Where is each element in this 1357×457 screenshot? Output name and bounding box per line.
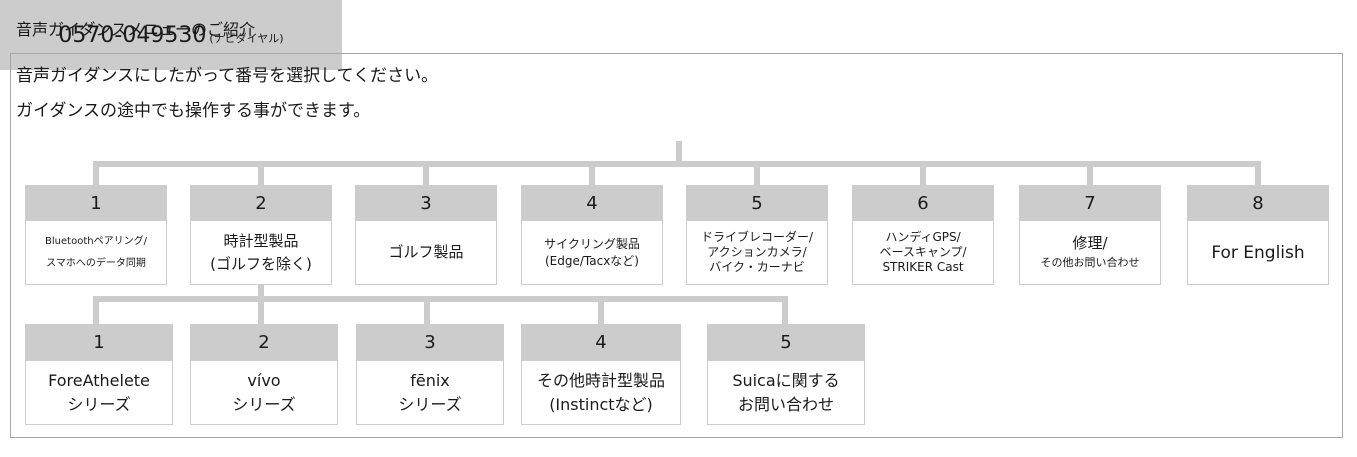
menu-3-connector	[423, 161, 429, 185]
menu-option-2: 2 時計型製品 (ゴルフを除く)	[190, 185, 332, 285]
submenu-2-connector	[258, 296, 264, 324]
label-line: その他お問い合わせ	[1040, 256, 1140, 269]
submenu-branch-line	[93, 296, 788, 302]
label-line: For English	[1211, 242, 1305, 263]
submenu-option-5: 5 Suicaに関する お問い合わせ	[707, 324, 865, 425]
submenu-option-number: 3	[356, 324, 504, 361]
label-line: サイクリング製品	[544, 236, 640, 251]
submenu-option-number: 1	[25, 324, 173, 361]
menu-2-connector	[258, 161, 264, 185]
label-line: ベースキャンプ/	[879, 245, 967, 259]
submenu-1-connector	[93, 296, 99, 324]
menu-option-label: 時計型製品 (ゴルフを除く)	[190, 221, 332, 285]
menu-option-label: サイクリング製品 (Edge/Tacxなど)	[521, 221, 663, 285]
label-line: (Instinctなど)	[549, 394, 653, 414]
label-line: シリーズ	[232, 394, 296, 414]
label-line: Bluetoothペアリング/	[45, 235, 147, 247]
menu-5-connector	[754, 161, 760, 185]
label-line: Suicaに関する	[732, 370, 840, 390]
submenu-option-number: 2	[190, 324, 338, 361]
menu-option-8: 8 For English	[1187, 185, 1329, 285]
intro-text-line-1: 音声ガイダンスにしたがって番号を選択してください。	[16, 66, 439, 86]
menu-option-number: 5	[686, 185, 828, 221]
label-line: スマホへのデータ同期	[46, 257, 146, 269]
label-line: ドライブレコーダー/	[700, 230, 814, 244]
menu-option-number: 1	[25, 185, 167, 221]
menu-option-number: 7	[1019, 185, 1161, 221]
label-line: シリーズ	[398, 394, 462, 414]
submenu-option-label: fēnix シリーズ	[356, 361, 504, 425]
menu-option-1: 1 Bluetoothペアリング/ スマホへのデータ同期	[25, 185, 167, 285]
label-line: その他時計型製品	[536, 370, 665, 390]
submenu-option-3: 3 fēnix シリーズ	[356, 324, 504, 425]
menu-option-label: ドライブレコーダー/ アクションカメラ/ バイク・カーナビ	[686, 221, 828, 285]
hotline-connector	[676, 141, 682, 164]
hotline-note: (ナビダイヤル)	[209, 32, 284, 45]
menu-frame	[10, 53, 1343, 438]
page-title: 音声ガイダンスメニューのご紹介	[16, 20, 256, 39]
intro-text-line-2: ガイダンスの途中でも操作する事ができます。	[16, 101, 371, 121]
submenu-5-connector	[782, 296, 788, 324]
menu-option-4: 4 サイクリング製品 (Edge/Tacxなど)	[521, 185, 663, 285]
submenu-option-2: 2 vívo シリーズ	[190, 324, 338, 425]
menu-option-5: 5 ドライブレコーダー/ アクションカメラ/ バイク・カーナビ	[686, 185, 828, 285]
hotline-number: 0570-049530	[58, 22, 207, 48]
submenu-connector	[258, 285, 264, 300]
menu-option-number: 2	[190, 185, 332, 221]
submenu-4-connector	[598, 296, 604, 324]
menu-option-number: 3	[355, 185, 497, 221]
menu-option-number: 4	[521, 185, 663, 221]
label-line: ForeAthelete	[48, 370, 150, 390]
submenu-option-label: その他時計型製品 (Instinctなど)	[521, 361, 681, 425]
menu-option-label: Bluetoothペアリング/ スマホへのデータ同期	[25, 221, 167, 285]
menu-4-connector	[589, 161, 595, 185]
menu-option-7: 7 修理/ その他お問い合わせ	[1019, 185, 1161, 285]
menu-option-number: 6	[852, 185, 994, 221]
submenu-option-number: 4	[521, 324, 681, 361]
menu-option-3: 3 ゴルフ製品	[355, 185, 497, 285]
menu-option-number: 8	[1187, 185, 1329, 221]
label-line: ハンディGPS/	[885, 230, 961, 244]
label-line: 修理/	[1072, 234, 1108, 252]
label-line: アクションカメラ/	[707, 245, 807, 259]
submenu-option-label: vívo シリーズ	[190, 361, 338, 425]
label-line: シリーズ	[67, 394, 131, 414]
label-line: お問い合わせ	[737, 394, 834, 414]
label-line: vívo	[247, 370, 281, 390]
label-line: 時計型製品	[223, 231, 299, 250]
hotline-box: 0570-049530 (ナビダイヤル)	[0, 0, 342, 70]
label-line: (ゴルフを除く)	[210, 254, 312, 273]
label-line: fēnix	[410, 370, 450, 390]
label-line: バイク・カーナビ	[709, 260, 805, 274]
submenu-option-label: Suicaに関する お問い合わせ	[707, 361, 865, 425]
label-line: ゴルフ製品	[388, 243, 464, 261]
menu-option-label: ゴルフ製品	[355, 221, 497, 285]
menu-6-connector	[920, 161, 926, 185]
menu-branch-line	[93, 161, 1260, 167]
menu-7-connector	[1087, 161, 1093, 185]
label-line: STRIKER Cast	[882, 260, 964, 274]
submenu-option-number: 5	[707, 324, 865, 361]
menu-option-6: 6 ハンディGPS/ ベースキャンプ/ STRIKER Cast	[852, 185, 994, 285]
menu-8-connector	[1255, 161, 1261, 185]
menu-option-label: ハンディGPS/ ベースキャンプ/ STRIKER Cast	[852, 221, 994, 285]
submenu-option-1: 1 ForeAthelete シリーズ	[25, 324, 173, 425]
submenu-option-4: 4 その他時計型製品 (Instinctなど)	[521, 324, 681, 425]
menu-1-connector	[93, 161, 99, 185]
submenu-3-connector	[424, 296, 430, 324]
menu-option-label: For English	[1187, 221, 1329, 285]
submenu-option-label: ForeAthelete シリーズ	[25, 361, 173, 425]
menu-option-label: 修理/ その他お問い合わせ	[1019, 221, 1161, 285]
label-line: (Edge/Tacxなど)	[544, 253, 639, 268]
